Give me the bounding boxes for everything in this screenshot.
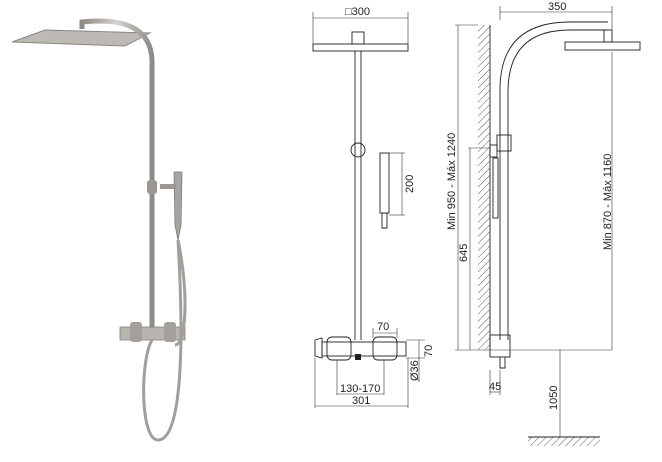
- front-view-drawing: □300 200 70 70 Ø36 130-170 301: [312, 6, 435, 408]
- arm-reach-label: 350: [548, 1, 566, 13]
- slide-bracket: [147, 180, 157, 194]
- hand-shower-length-label: 200: [404, 175, 416, 193]
- head-height-label: Min 870 - Máx 1160: [602, 154, 614, 250]
- mixer-width-label: 301: [352, 395, 370, 407]
- side-view-drawing: 350 Min 950 - Máx 1240 645 Min 870 - Máx…: [446, 1, 641, 446]
- floor-height-label: 1050: [548, 386, 560, 410]
- inlet-centres-label: 130-170: [340, 383, 380, 395]
- hand-shower: [173, 171, 183, 241]
- floor-hatching: [528, 437, 600, 446]
- bracket-height-label: 645: [458, 244, 470, 262]
- wall-offset-label: 45: [489, 381, 501, 393]
- total-height-label: Min 950 - Máx 1240: [446, 133, 458, 230]
- mixer-height-label: 70: [423, 345, 435, 357]
- rain-shower-head: [11, 29, 152, 47]
- shower-arm: [79, 18, 155, 335]
- product-photo: [11, 18, 187, 442]
- wall-hatching: [478, 25, 490, 350]
- head-size-label: □300: [345, 6, 370, 18]
- pipe-diameter-label: Ø36: [409, 360, 421, 381]
- mixer-spacing-label: 70: [377, 321, 389, 333]
- shower-hose: [142, 239, 187, 442]
